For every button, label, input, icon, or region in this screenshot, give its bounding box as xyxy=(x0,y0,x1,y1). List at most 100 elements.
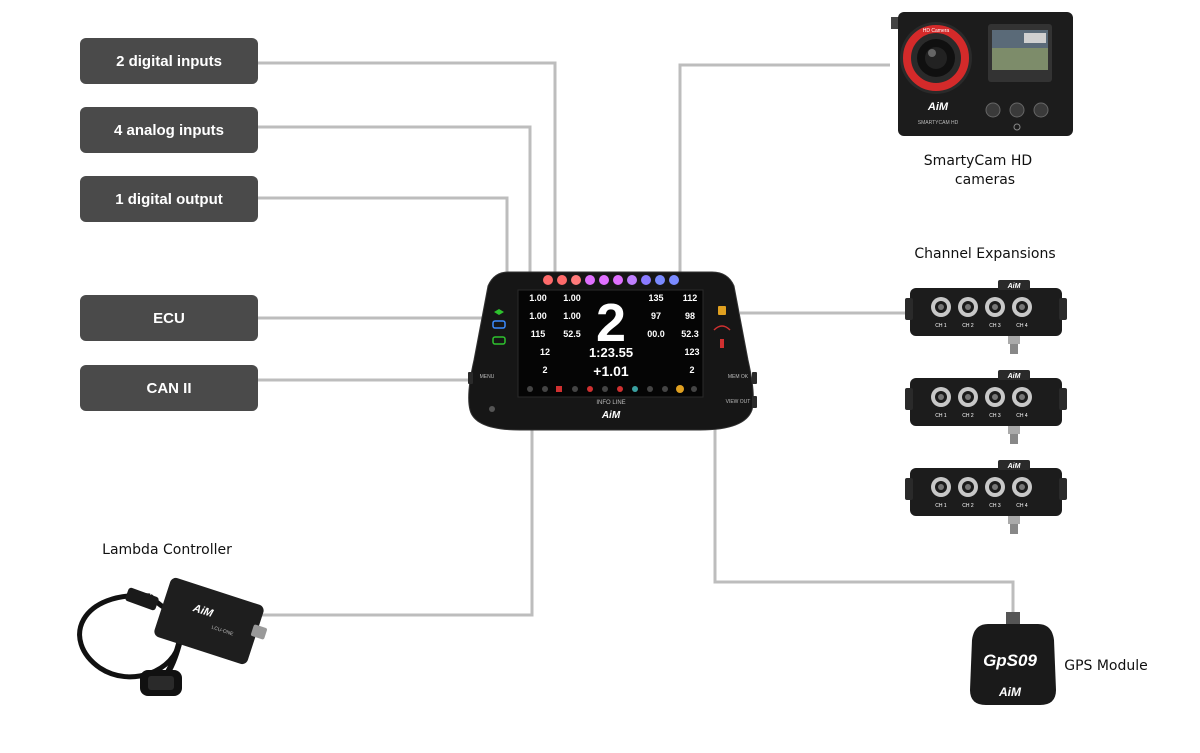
dashboard-left-indicators xyxy=(492,309,506,345)
left-cell-3b: 52.5 xyxy=(563,329,581,339)
gps-logo: AiM xyxy=(998,685,1022,699)
shift-led-6 xyxy=(613,275,623,285)
dashboard-logo: AiM xyxy=(601,410,621,421)
shift-led-8 xyxy=(641,275,651,285)
pill-ecu: ECU xyxy=(80,295,258,341)
expansion-logo: AiM xyxy=(1007,283,1021,290)
gps-caption: GPS Module xyxy=(1064,658,1148,674)
shift-led-9 xyxy=(655,275,665,285)
shift-led-3 xyxy=(571,275,581,285)
left-cell-3a: 115 xyxy=(531,329,546,339)
pill-digital-inputs-label: 2 digital inputs xyxy=(116,53,222,70)
right-cell-1b: 112 xyxy=(683,293,698,303)
smartycam-device: HD Camera AiM SMARTYCAM HD xyxy=(891,12,1073,136)
connector-digital-output xyxy=(258,196,509,285)
shift-led-5 xyxy=(599,275,609,285)
lens-label: HD Camera xyxy=(923,28,950,34)
expansion-logo: AiM xyxy=(1007,373,1021,380)
smartycam-logo: AiM xyxy=(927,101,949,113)
gear-indicator: 2 xyxy=(596,293,626,353)
pill-digital-output-label: 1 digital output xyxy=(115,191,222,208)
left-cell-1b: 1.00 xyxy=(563,293,581,303)
lambda-cable xyxy=(77,593,183,680)
expansion-module-2: AiM CH 1 CH 2 CH 3 CH 4 xyxy=(905,370,1067,444)
row5-right-value: 2 xyxy=(689,365,694,375)
channel-label: CH 3 xyxy=(989,503,1001,509)
channel-label: CH 4 xyxy=(1016,323,1028,329)
fuel-icon xyxy=(718,306,726,315)
shift-led-10 xyxy=(669,275,679,285)
camera-lens-ring xyxy=(903,25,969,91)
info-line-label: INFO LINE xyxy=(596,400,625,406)
pill-ecu-label: ECU xyxy=(153,310,185,327)
turn-signal-icon xyxy=(494,309,504,315)
expansion-logo: AiM xyxy=(1007,463,1021,470)
connector-lambda xyxy=(262,428,534,617)
gps-body xyxy=(970,624,1056,705)
channel-label: CH 1 xyxy=(935,323,947,329)
oil-pressure-icon xyxy=(713,325,731,331)
row5-left-value: 2 xyxy=(542,365,547,375)
right-cell-2b: 98 xyxy=(685,311,695,321)
connector-smartycam xyxy=(678,63,890,282)
shift-led-row xyxy=(543,275,679,285)
smartycam-model: SMARTYCAM HD xyxy=(918,120,959,126)
pill-analog-inputs: 4 analog inputs xyxy=(80,107,258,153)
channel-label: CH 4 xyxy=(1016,503,1028,509)
headlight-icon xyxy=(492,320,506,329)
lambda-module-body xyxy=(154,577,264,665)
pill-digital-inputs: 2 digital inputs xyxy=(80,38,258,84)
lambda-controller-device: AiM LCU-ONE xyxy=(77,577,267,696)
dashboard: 1.00 1.00 1.00 1.00 115 52.5 2 135 112 9… xyxy=(468,271,757,431)
channel-label: CH 2 xyxy=(962,323,974,329)
gps-module-device: GpS09 AiM xyxy=(970,612,1056,705)
connector-lines xyxy=(258,61,1015,622)
shift-led-4 xyxy=(585,275,595,285)
pill-can-label: CAN II xyxy=(147,380,192,397)
lambda-caption: Lambda Controller xyxy=(102,542,232,558)
laptime-value: 1:23.55 xyxy=(589,345,633,360)
left-cell-1a: 1.00 xyxy=(529,293,547,303)
shift-led-7 xyxy=(627,275,637,285)
dashboard-right-indicators xyxy=(713,306,731,348)
right-cell-3b: 52.3 xyxy=(681,329,699,339)
channel-label: CH 4 xyxy=(1016,413,1028,419)
connector-analog-inputs xyxy=(258,125,532,282)
right-cell-3a: 00.0 xyxy=(647,329,665,339)
expansions-caption: Channel Expansions xyxy=(914,246,1055,262)
channel-label: CH 1 xyxy=(935,503,947,509)
temperature-icon xyxy=(720,339,724,348)
lights-icon xyxy=(492,336,506,345)
expansion-module-1: AiM CH 1 CH 2 CH 3 CH 4 xyxy=(905,280,1067,354)
channel-label: CH 1 xyxy=(935,413,947,419)
pill-can: CAN II xyxy=(80,365,258,411)
smartycam-caption-line2: cameras xyxy=(955,172,1015,188)
right-cell-2a: 97 xyxy=(651,311,661,321)
delta-value: +1.01 xyxy=(593,363,629,379)
menu-button-label[interactable]: MENU xyxy=(480,374,495,380)
pill-digital-output: 1 digital output xyxy=(80,176,258,222)
warning-icons-row xyxy=(527,385,697,393)
row4-left-value: 12 xyxy=(540,347,550,357)
shift-led-2 xyxy=(557,275,567,285)
left-cell-2a: 1.00 xyxy=(529,311,547,321)
left-cell-2b: 1.00 xyxy=(563,311,581,321)
lambda-port xyxy=(251,624,267,640)
pill-analog-inputs-label: 4 analog inputs xyxy=(114,122,224,139)
smartycam-caption-line1: SmartyCam HD xyxy=(924,153,1032,169)
shift-led-1 xyxy=(543,275,553,285)
channel-label: CH 3 xyxy=(989,323,1001,329)
channel-label: CH 2 xyxy=(962,413,974,419)
connector-digital-inputs xyxy=(258,61,557,282)
connector-gps xyxy=(713,428,1015,622)
memory-button-label[interactable]: MEM OK xyxy=(728,374,749,380)
gps-model-label: GpS09 xyxy=(983,651,1037,670)
row4-right-value: 123 xyxy=(684,347,699,357)
channel-label: CH 3 xyxy=(989,413,1001,419)
view-button-label[interactable]: VIEW OUT xyxy=(726,399,751,405)
dashboard-screen xyxy=(517,289,704,398)
right-cell-1a: 135 xyxy=(648,293,663,303)
